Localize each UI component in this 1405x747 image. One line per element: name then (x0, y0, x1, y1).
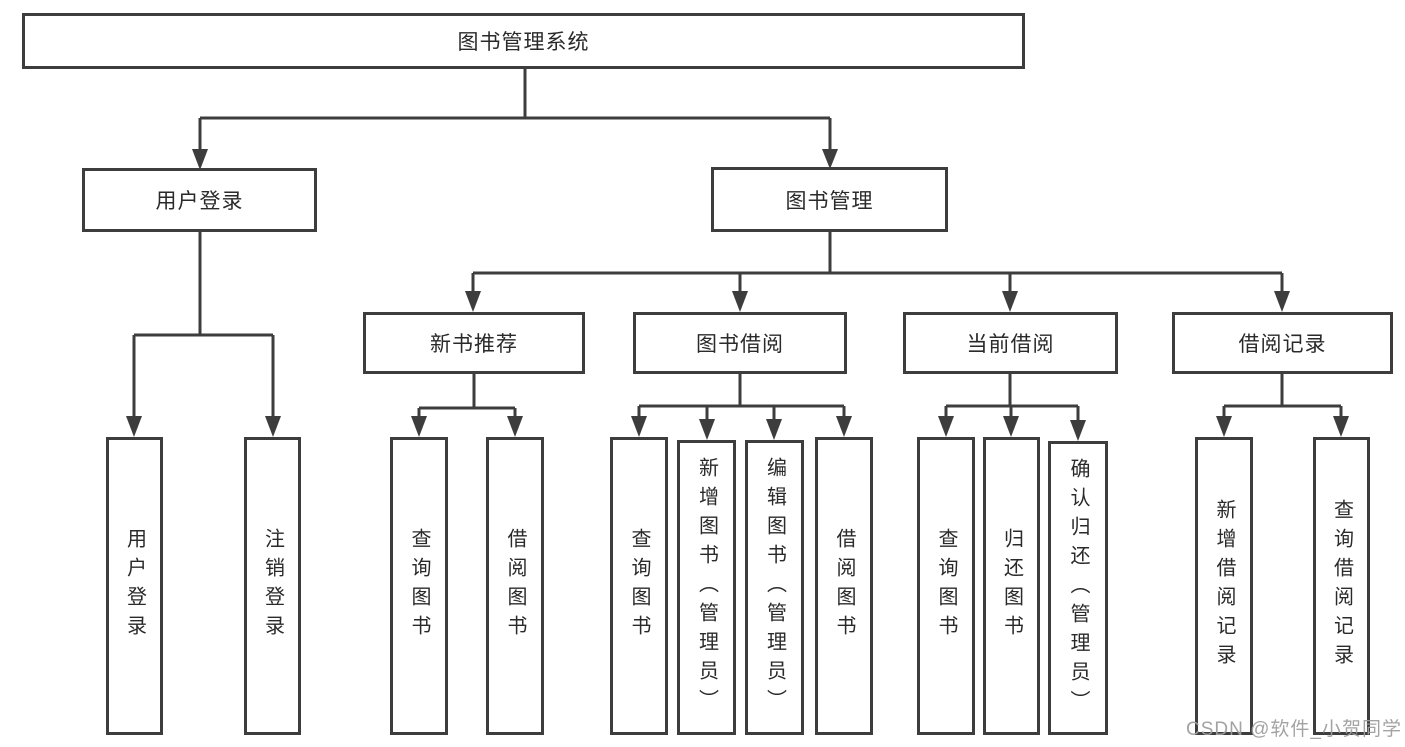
leaf-query-borrow-record: 查询借阅记录 (1313, 437, 1370, 735)
leaf-add-book-admin: 新增图书（管理员） (677, 440, 736, 735)
node-label: 查询图书 (628, 528, 650, 644)
node-label: 借阅记录 (1238, 333, 1327, 356)
leaf-add-borrow-record: 新增借阅记录 (1195, 437, 1253, 735)
node-label: 查询图书 (935, 528, 957, 644)
node-user-login: 用户登录 (82, 168, 317, 232)
node-label: 新书推荐 (430, 333, 518, 356)
leaf-borrow-book-borrowing: 借阅图书 (815, 437, 873, 735)
leaf-return-book: 归还图书 (983, 437, 1040, 735)
node-root-system: 图书管理系统 (22, 13, 1025, 69)
node-label: 注销登录 (261, 528, 284, 644)
node-label: 查询借阅记录 (1330, 499, 1353, 673)
leaf-query-book-borrowing: 查询图书 (610, 437, 668, 735)
node-label: 新增图书（管理员） (695, 457, 718, 718)
node-borrow-records: 借阅记录 (1172, 312, 1393, 374)
node-label: 归还图书 (1000, 528, 1023, 644)
node-label: 用户登录 (123, 528, 146, 644)
node-label: 用户登录 (155, 190, 244, 213)
node-current-borrowing: 当前借阅 (903, 312, 1118, 374)
leaf-confirm-return-admin: 确认归还（管理员） (1048, 441, 1108, 735)
leaf-borrow-book-recommend: 借阅图书 (486, 437, 544, 735)
node-label: 新增借阅记录 (1213, 499, 1235, 673)
node-label: 当前借阅 (966, 333, 1055, 356)
node-label: 借阅图书 (833, 528, 855, 644)
node-book-management: 图书管理 (711, 167, 948, 232)
node-label: 编辑图书（管理员） (763, 457, 786, 718)
node-new-book-recommend: 新书推荐 (363, 312, 585, 374)
node-label: 图书借阅 (696, 333, 784, 356)
leaf-query-book-current: 查询图书 (917, 437, 975, 735)
leaf-query-book-recommend: 查询图书 (390, 437, 448, 735)
node-label: 图书管理系统 (457, 31, 590, 54)
csdn-watermark: CSDN @软件_小贺同学 (1186, 719, 1402, 740)
leaf-user-login: 用户登录 (106, 437, 163, 735)
leaf-logout: 注销登录 (244, 437, 301, 735)
node-book-borrowing: 图书借阅 (633, 312, 847, 374)
node-label: 借阅图书 (504, 528, 526, 644)
node-label: 图书管理 (785, 189, 874, 213)
node-label: 查询图书 (408, 528, 430, 644)
leaf-edit-book-admin: 编辑图书（管理员） (745, 440, 804, 735)
node-label: 确认归还（管理员） (1067, 457, 1089, 719)
